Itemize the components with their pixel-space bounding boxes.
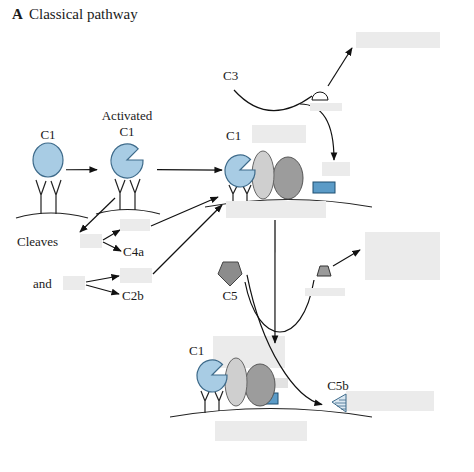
fragment-label: C4a [123,244,144,260]
c5b-fragment [332,394,346,412]
masked-label [252,125,306,143]
masked-label [356,32,440,48]
component-label: C3 [223,68,238,84]
masked-label [365,232,440,280]
c1-activated: Activated C1 [97,108,157,200]
masked-label [213,336,285,368]
released-fragment [312,92,328,100]
c5b-product: C5b [322,378,354,416]
cleave-arrow [80,198,115,232]
masked-label [215,421,307,441]
panel-letter: A [12,5,23,23]
enzyme-complex: C1 [185,343,290,411]
c1-molecule [111,144,143,178]
protein-subunit [273,157,303,199]
reaction-arrow [66,169,97,170]
node-label: C1 [189,343,204,359]
masked-label [310,103,342,111]
panel-title: Classical pathway [29,5,138,23]
assembly-arrow [151,197,218,226]
c5-molecule [218,262,242,286]
node-label: C1 [30,127,66,143]
masked-label [226,201,326,218]
split-arrow [103,230,120,240]
antibody-symbol [51,180,61,214]
masked-label [80,234,102,248]
antibody-symbol [243,185,251,201]
masked-label [63,276,85,290]
c1-molecule [225,155,255,187]
antibody-symbol [229,185,237,203]
cell-membrane [16,213,88,218]
antibody-symbol [36,180,46,214]
c5-protein: C5 [213,258,247,306]
split-arrow [86,285,119,294]
split-arrow [103,242,121,251]
conjunction-label: and [33,276,52,292]
assembly-arrow [153,205,222,274]
node-label: C5b [322,378,354,394]
cleavage-arc [245,280,314,332]
c1-molecule [33,143,63,177]
antibody-symbol [115,179,125,210]
node-label: Activated C1 [97,108,157,140]
protein-subunit [245,364,275,406]
c1-inactive: C1 [30,127,66,202]
c1-molecule [197,360,227,392]
node-label: C1 [226,128,241,144]
protein-subunit [252,151,274,199]
antibody-symbol [215,391,223,411]
release-arrow [328,48,352,86]
masked-label [305,288,345,296]
reaction-arrow [274,220,275,343]
cell-membrane [170,409,372,418]
reaction-arrow [247,275,322,405]
node-label: C5 [213,288,247,304]
antibody-symbol [201,391,209,413]
released-fragment [317,266,331,276]
bound-fragment [313,182,335,193]
masked-label [346,391,434,411]
masked-label [120,219,150,231]
cell-membrane [96,210,160,215]
reaction-arrow [157,169,222,171]
antibody-symbol [130,179,140,210]
action-label: Cleaves [17,234,58,250]
release-arrow [333,250,360,266]
split-arrow [86,276,119,282]
protein-subunit [225,358,247,406]
masked-label [322,162,350,176]
fragment-label: C2b [122,288,144,304]
cleavage-arc [234,90,312,111]
masked-label [120,268,152,283]
hatch-lines [335,400,346,409]
enzyme-complex: C1 [222,128,322,220]
